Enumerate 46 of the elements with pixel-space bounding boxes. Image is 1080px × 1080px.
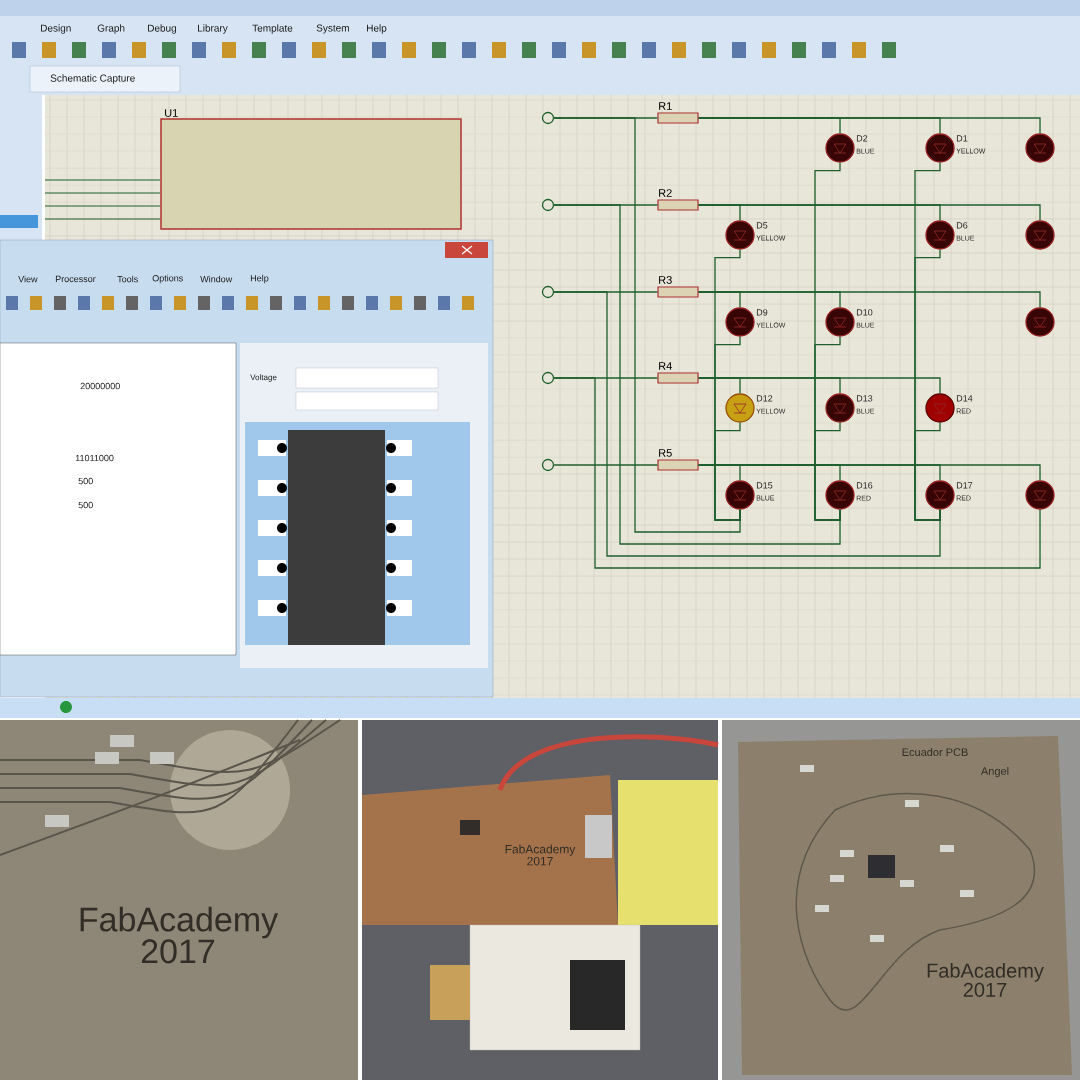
menu-item: Processor [55, 275, 96, 283]
wire [553, 377, 1041, 569]
code-text: 11011000 [75, 454, 114, 462]
tab-label: Schematic Capture [50, 74, 135, 84]
menu-item: Library [198, 24, 228, 34]
led-symbol [1025, 307, 1055, 337]
wire [553, 117, 741, 533]
menu-item: Options [152, 274, 183, 284]
field-label: Voltage [250, 374, 277, 382]
wire [697, 204, 1041, 221]
led-symbol [1025, 480, 1055, 510]
wire [553, 464, 659, 466]
wire [914, 422, 941, 521]
menu-item: Debug [148, 24, 177, 34]
menu-item: System [316, 24, 349, 34]
menu-item: Window [200, 275, 233, 283]
wire [553, 204, 841, 545]
terminal [541, 111, 555, 125]
engraved-text: FabAcademy 2017 [505, 844, 576, 866]
terminal [541, 198, 555, 212]
menu-item: Help [250, 274, 269, 284]
menu-item: Design [41, 24, 71, 34]
wire [714, 422, 741, 521]
terminal [541, 371, 555, 385]
menu-item: Template [252, 24, 293, 34]
wire [553, 291, 941, 557]
menu-item: View [18, 275, 38, 283]
terminal [541, 458, 555, 472]
menu-item: Graph [97, 24, 125, 34]
engraved-text: Ecuador PCB [902, 748, 968, 757]
engraved-text: Angel [980, 766, 1009, 778]
wire [697, 464, 1041, 481]
terminal [541, 285, 555, 299]
menu-item: Tools [117, 275, 138, 283]
code-text: 500 [78, 477, 93, 485]
wire [814, 422, 841, 521]
wire [697, 377, 941, 394]
led-symbol [1025, 133, 1055, 163]
code-text: 500 [78, 501, 93, 509]
code-text: 20000000 [80, 382, 120, 390]
wire [697, 117, 1041, 134]
menu-item: Help [367, 24, 387, 34]
wire [697, 291, 1041, 308]
engraved-text: FabAcademy 2017 [80, 906, 279, 964]
led-symbol [1025, 220, 1055, 250]
engraved-text: FabAcademy 2017 [927, 963, 1044, 997]
